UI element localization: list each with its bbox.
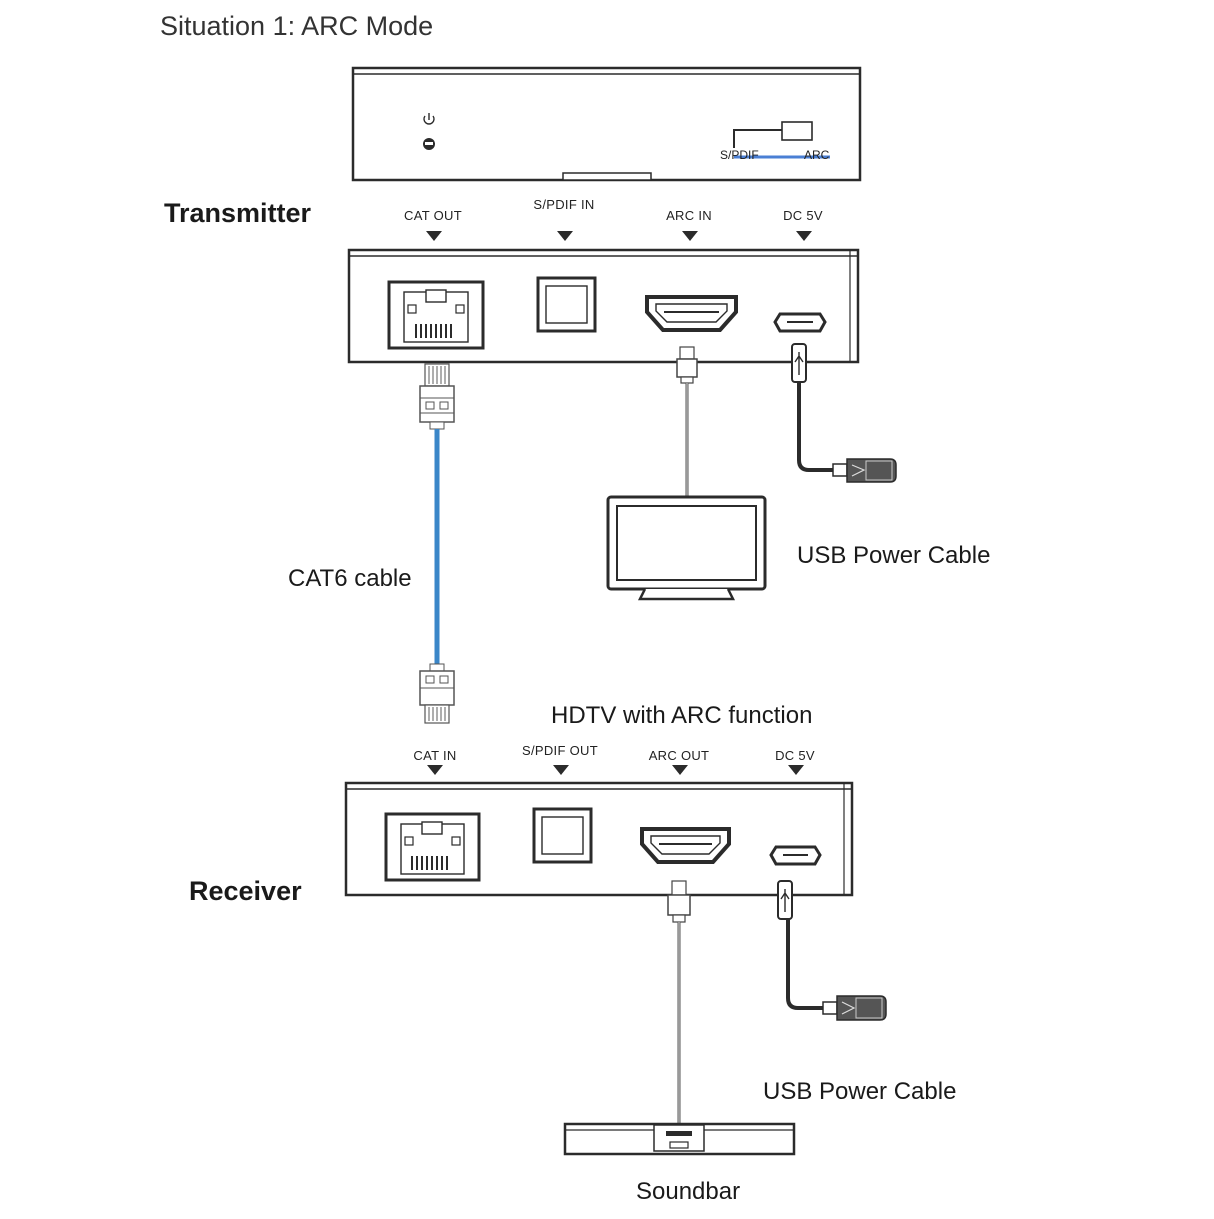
- receiver-label: Receiver: [189, 876, 302, 906]
- switch-label-arc: ARC: [804, 148, 830, 162]
- transmitter-port-labels: CAT OUT S/PDIF IN ARC IN DC 5V: [404, 197, 823, 241]
- arrow-down-icon: [672, 765, 688, 775]
- micro-usb-port-icon: [773, 312, 827, 333]
- arrow-down-icon: [553, 765, 569, 775]
- hdtv-icon: [606, 495, 767, 601]
- transmitter-top-view: S/PDIF ARC: [351, 66, 862, 182]
- optical-port-icon: [536, 276, 597, 333]
- optical-port-icon: [532, 807, 593, 864]
- usb-power-cable-tx-label: USB Power Cable: [797, 542, 990, 569]
- usb-power-cable-tx: [791, 343, 897, 483]
- hdmi-port-icon: [640, 827, 731, 864]
- switch-label-spdif: S/PDIF: [720, 148, 759, 162]
- rj45-plug-icon: [419, 663, 455, 724]
- arrow-down-icon: [426, 231, 442, 241]
- port-label-dc-5v: DC 5V: [775, 748, 815, 763]
- hdmi-port-icon: [645, 295, 738, 332]
- usb-power-cable-rx: [777, 880, 887, 1021]
- port-label-arc-out: ARC OUT: [649, 748, 710, 763]
- hdmi-cable-tx: [676, 346, 698, 497]
- port-label-spdif-out: S/PDIF OUT: [522, 743, 598, 758]
- receiver-body: [344, 781, 854, 897]
- hdtv-label: HDTV with ARC function: [551, 702, 812, 729]
- top-device-foot: [562, 172, 652, 181]
- transmitter-body: [347, 248, 860, 364]
- receiver-port-labels: CAT IN S/PDIF OUT ARC OUT DC 5V: [413, 743, 815, 775]
- port-label-spdif-in: S/PDIF IN: [533, 197, 594, 212]
- power-led-icon: [423, 138, 435, 150]
- mode-switch: S/PDIF ARC: [720, 121, 830, 162]
- power-icon: [423, 113, 435, 125]
- soundbar-icon: [563, 1122, 796, 1156]
- micro-usb-port-icon: [769, 845, 822, 866]
- hdmi-cable-rx: [667, 880, 691, 1125]
- rj45-plug-icon: [419, 363, 455, 430]
- arrow-down-icon: [557, 231, 573, 241]
- diagram-title: Situation 1: ARC Mode: [160, 11, 433, 41]
- soundbar-label: Soundbar: [636, 1178, 740, 1205]
- cat6-cable-label: CAT6 cable: [288, 565, 412, 592]
- transmitter-label: Transmitter: [164, 198, 312, 228]
- arrow-down-icon: [796, 231, 812, 241]
- port-label-dc-5v: DC 5V: [783, 208, 823, 223]
- usb-power-cable-rx-label: USB Power Cable: [763, 1078, 956, 1105]
- arrow-down-icon: [788, 765, 804, 775]
- port-label-arc-in: ARC IN: [666, 208, 712, 223]
- switch-slider: [781, 121, 813, 141]
- top-device-body: [351, 66, 862, 182]
- port-label-cat-in: CAT IN: [413, 748, 456, 763]
- arrow-down-icon: [682, 231, 698, 241]
- port-label-cat-out: CAT OUT: [404, 208, 462, 223]
- rj45-port-icon: [384, 812, 481, 882]
- arrow-down-icon: [427, 765, 443, 775]
- rj45-port-icon: [387, 280, 485, 350]
